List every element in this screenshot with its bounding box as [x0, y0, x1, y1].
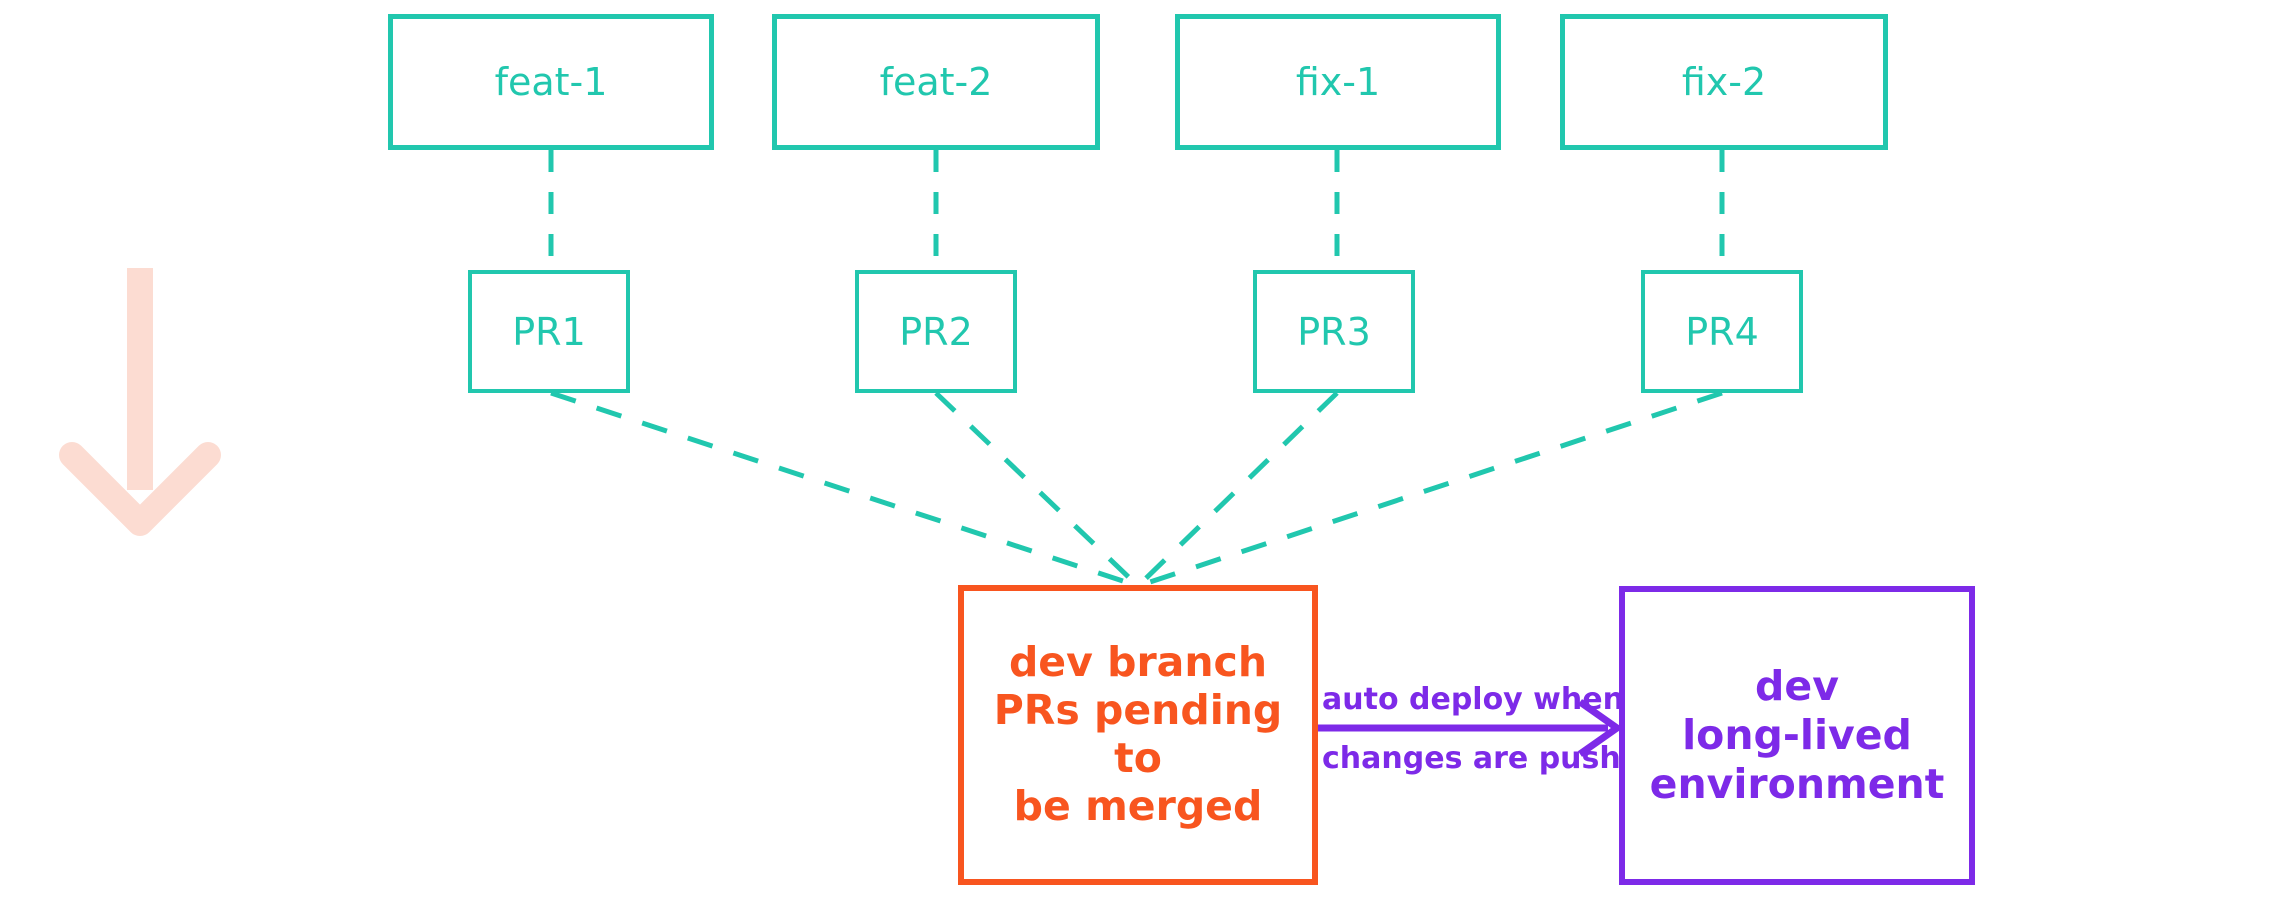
- dev-branch-title-rest: branch: [1092, 638, 1268, 687]
- branch-label: fix-2: [1681, 60, 1767, 104]
- branch-box-feat-1[interactable]: feat-1: [388, 14, 714, 150]
- connector-pr4-dev: [1137, 390, 1723, 589]
- pr-label: PR2: [899, 309, 973, 354]
- pr-label: PR4: [1685, 309, 1759, 354]
- pr-box-pr4[interactable]: PR4: [1641, 270, 1803, 393]
- downward-flow-arrow: [59, 268, 221, 536]
- dev-branch-title-strong: dev: [1008, 638, 1093, 687]
- dev-environment-title: dev: [1755, 662, 1839, 711]
- pr-box-pr3[interactable]: PR3: [1253, 270, 1415, 393]
- branch-box-fix-1[interactable]: fix-1: [1175, 14, 1501, 150]
- pr-box-pr2[interactable]: PR2: [855, 270, 1017, 393]
- deploy-arrow-label-top: auto deploy when: [1322, 682, 1624, 717]
- pr-label: PR1: [512, 309, 586, 354]
- dev-environment-box[interactable]: dev long-lived environment: [1619, 586, 1975, 885]
- branch-label: feat-2: [879, 60, 993, 104]
- deploy-arrow-label-bottom: changes are pushed: [1322, 741, 1663, 776]
- branch-box-feat-2[interactable]: feat-2: [772, 14, 1100, 150]
- pr-label: PR3: [1297, 309, 1371, 354]
- branch-label: feat-1: [494, 60, 608, 104]
- connector-pr1-dev: [550, 390, 1139, 589]
- dev-environment-subtitle-line-1: long-lived: [1682, 711, 1912, 760]
- dev-branch-subtitle-line-1: PRs pending to: [993, 686, 1283, 782]
- connector-pr3-dev: [1136, 391, 1339, 588]
- dev-branch-title: dev branch: [1008, 638, 1268, 687]
- branch-box-fix-2[interactable]: fix-2: [1560, 14, 1888, 150]
- connector-pr2-dev: [934, 391, 1140, 588]
- branch-label: fix-1: [1295, 60, 1381, 104]
- dev-environment-subtitle-line-2: environment: [1649, 759, 1945, 808]
- dev-branch-subtitle-line-2: be merged: [1013, 781, 1263, 830]
- pr-box-pr1[interactable]: PR1: [468, 270, 630, 393]
- dev-branch-box[interactable]: dev branch PRs pending to be merged: [958, 585, 1318, 885]
